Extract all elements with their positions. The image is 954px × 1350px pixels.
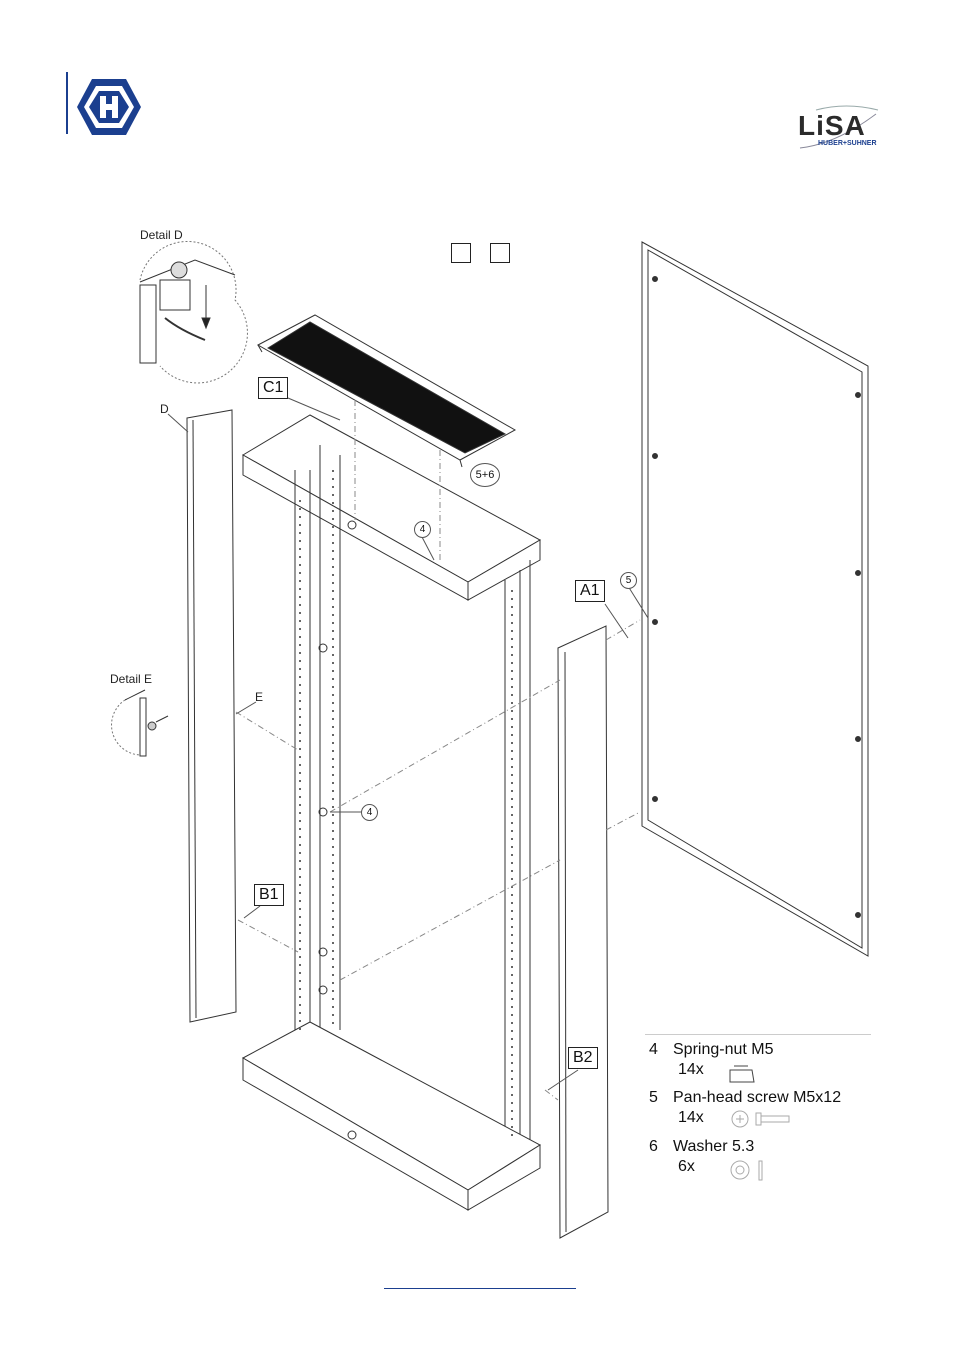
parts-list-item: 6 Washer 5.3 6x [649, 1138, 755, 1175]
part-number: 4 [649, 1041, 658, 1058]
detail-d-view [139, 240, 248, 384]
rack-holes [299, 470, 513, 1140]
label-b1: B1 [254, 884, 284, 906]
washer-icon [730, 1160, 763, 1181]
part-quantity: 6x [678, 1158, 695, 1175]
detail-e-label: Detail E [110, 672, 153, 686]
part-number: 6 [649, 1138, 658, 1155]
label-a1: A1 [575, 580, 605, 602]
lisa-logo: LiSA HUBER+SUHNER [796, 104, 886, 150]
callout-4-top: 4 [414, 521, 431, 538]
spring-nut-icon [729, 1065, 755, 1083]
leader-lines [167, 397, 649, 1091]
blank-label-box-1 [451, 243, 471, 263]
label-c1: C1 [258, 377, 289, 399]
blank-label-box-2 [490, 243, 510, 263]
callout-5-side: 5 [620, 572, 637, 589]
pan-head-screw-icon [731, 1110, 790, 1128]
parts-list: 4 Spring-nut M5 14x 5 Pan-head screw M5x12… [645, 1034, 871, 1175]
part-name: Spring-nut M5 [673, 1041, 774, 1058]
hs-hexagon-logo-icon [77, 79, 141, 135]
part-name: Washer 5.3 [673, 1138, 755, 1155]
side-panel-b1 [186, 409, 237, 1023]
parts-list-item: 4 Spring-nut M5 14x [649, 1041, 774, 1078]
rear-panel-a1 [641, 241, 869, 957]
callout-4-mid: 4 [361, 804, 378, 821]
parts-list-item: 5 Pan-head screw M5x12 14x [649, 1089, 842, 1126]
lisa-logo-icon [799, 105, 879, 149]
part-quantity: 14x [678, 1109, 704, 1126]
part-quantity: 14x [678, 1061, 704, 1078]
top-cover-c1 [256, 314, 517, 468]
label-b2: B2 [568, 1047, 598, 1069]
callout-d: D [160, 402, 169, 416]
rack-frame [241, 414, 542, 1211]
part-name: Pan-head screw M5x12 [673, 1089, 842, 1106]
callout-5-6: 5+6 [470, 463, 500, 487]
header-divider [66, 72, 68, 134]
footer-divider [384, 1288, 576, 1289]
callout-e: E [255, 690, 264, 704]
detail-d-label: Detail D [140, 228, 183, 242]
assembly-guides [235, 400, 641, 1101]
side-panel-b2 [557, 625, 609, 1239]
lisa-logo-subtext: HUBER+SUHNER [818, 140, 877, 147]
lisa-logo-text: LiSA [798, 110, 866, 141]
detail-e-view [111, 689, 169, 757]
part-number: 5 [649, 1089, 658, 1106]
